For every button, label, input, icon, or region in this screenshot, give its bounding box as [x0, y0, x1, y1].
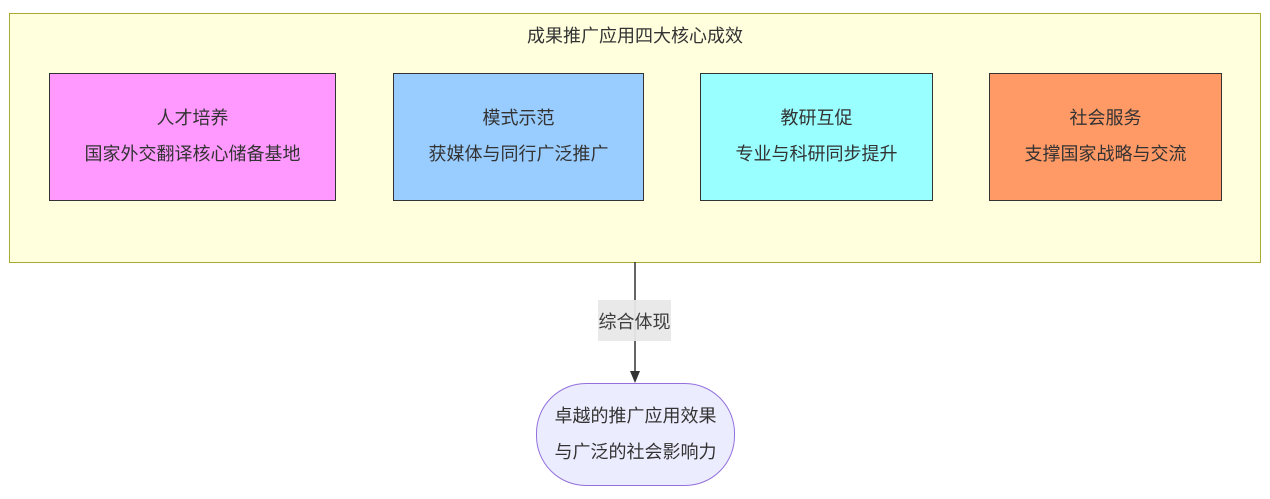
node-teaching-research: 教研互促 专业与科研同步提升	[700, 73, 933, 201]
result-line-1: 卓越的推广应用效果	[554, 405, 717, 427]
result-line-2: 与广泛的社会影响力	[554, 441, 717, 463]
result-node: 卓越的推广应用效果 与广泛的社会影响力	[536, 383, 735, 486]
node-title: 社会服务	[1069, 108, 1142, 129]
node-talent-cultivation: 人才培养 国家外交翻译核心储备基地	[49, 73, 336, 201]
node-subtitle: 专业与科研同步提升	[735, 144, 898, 165]
node-title: 教研互促	[780, 108, 853, 129]
node-subtitle: 获媒体与同行广泛推广	[428, 144, 609, 165]
edge-label: 综合体现	[598, 300, 671, 341]
node-title: 模式示范	[482, 108, 555, 129]
node-title: 人才培养	[156, 108, 229, 129]
arrowhead-icon	[630, 371, 640, 383]
node-subtitle: 国家外交翻译核心储备基地	[84, 144, 301, 165]
cluster-title: 成果推广应用四大核心成效	[527, 26, 743, 47]
node-subtitle: 支撑国家战略与交流	[1024, 144, 1187, 165]
node-social-service: 社会服务 支撑国家战略与交流	[989, 73, 1222, 201]
node-model-demonstration: 模式示范 获媒体与同行广泛推广	[393, 73, 644, 201]
